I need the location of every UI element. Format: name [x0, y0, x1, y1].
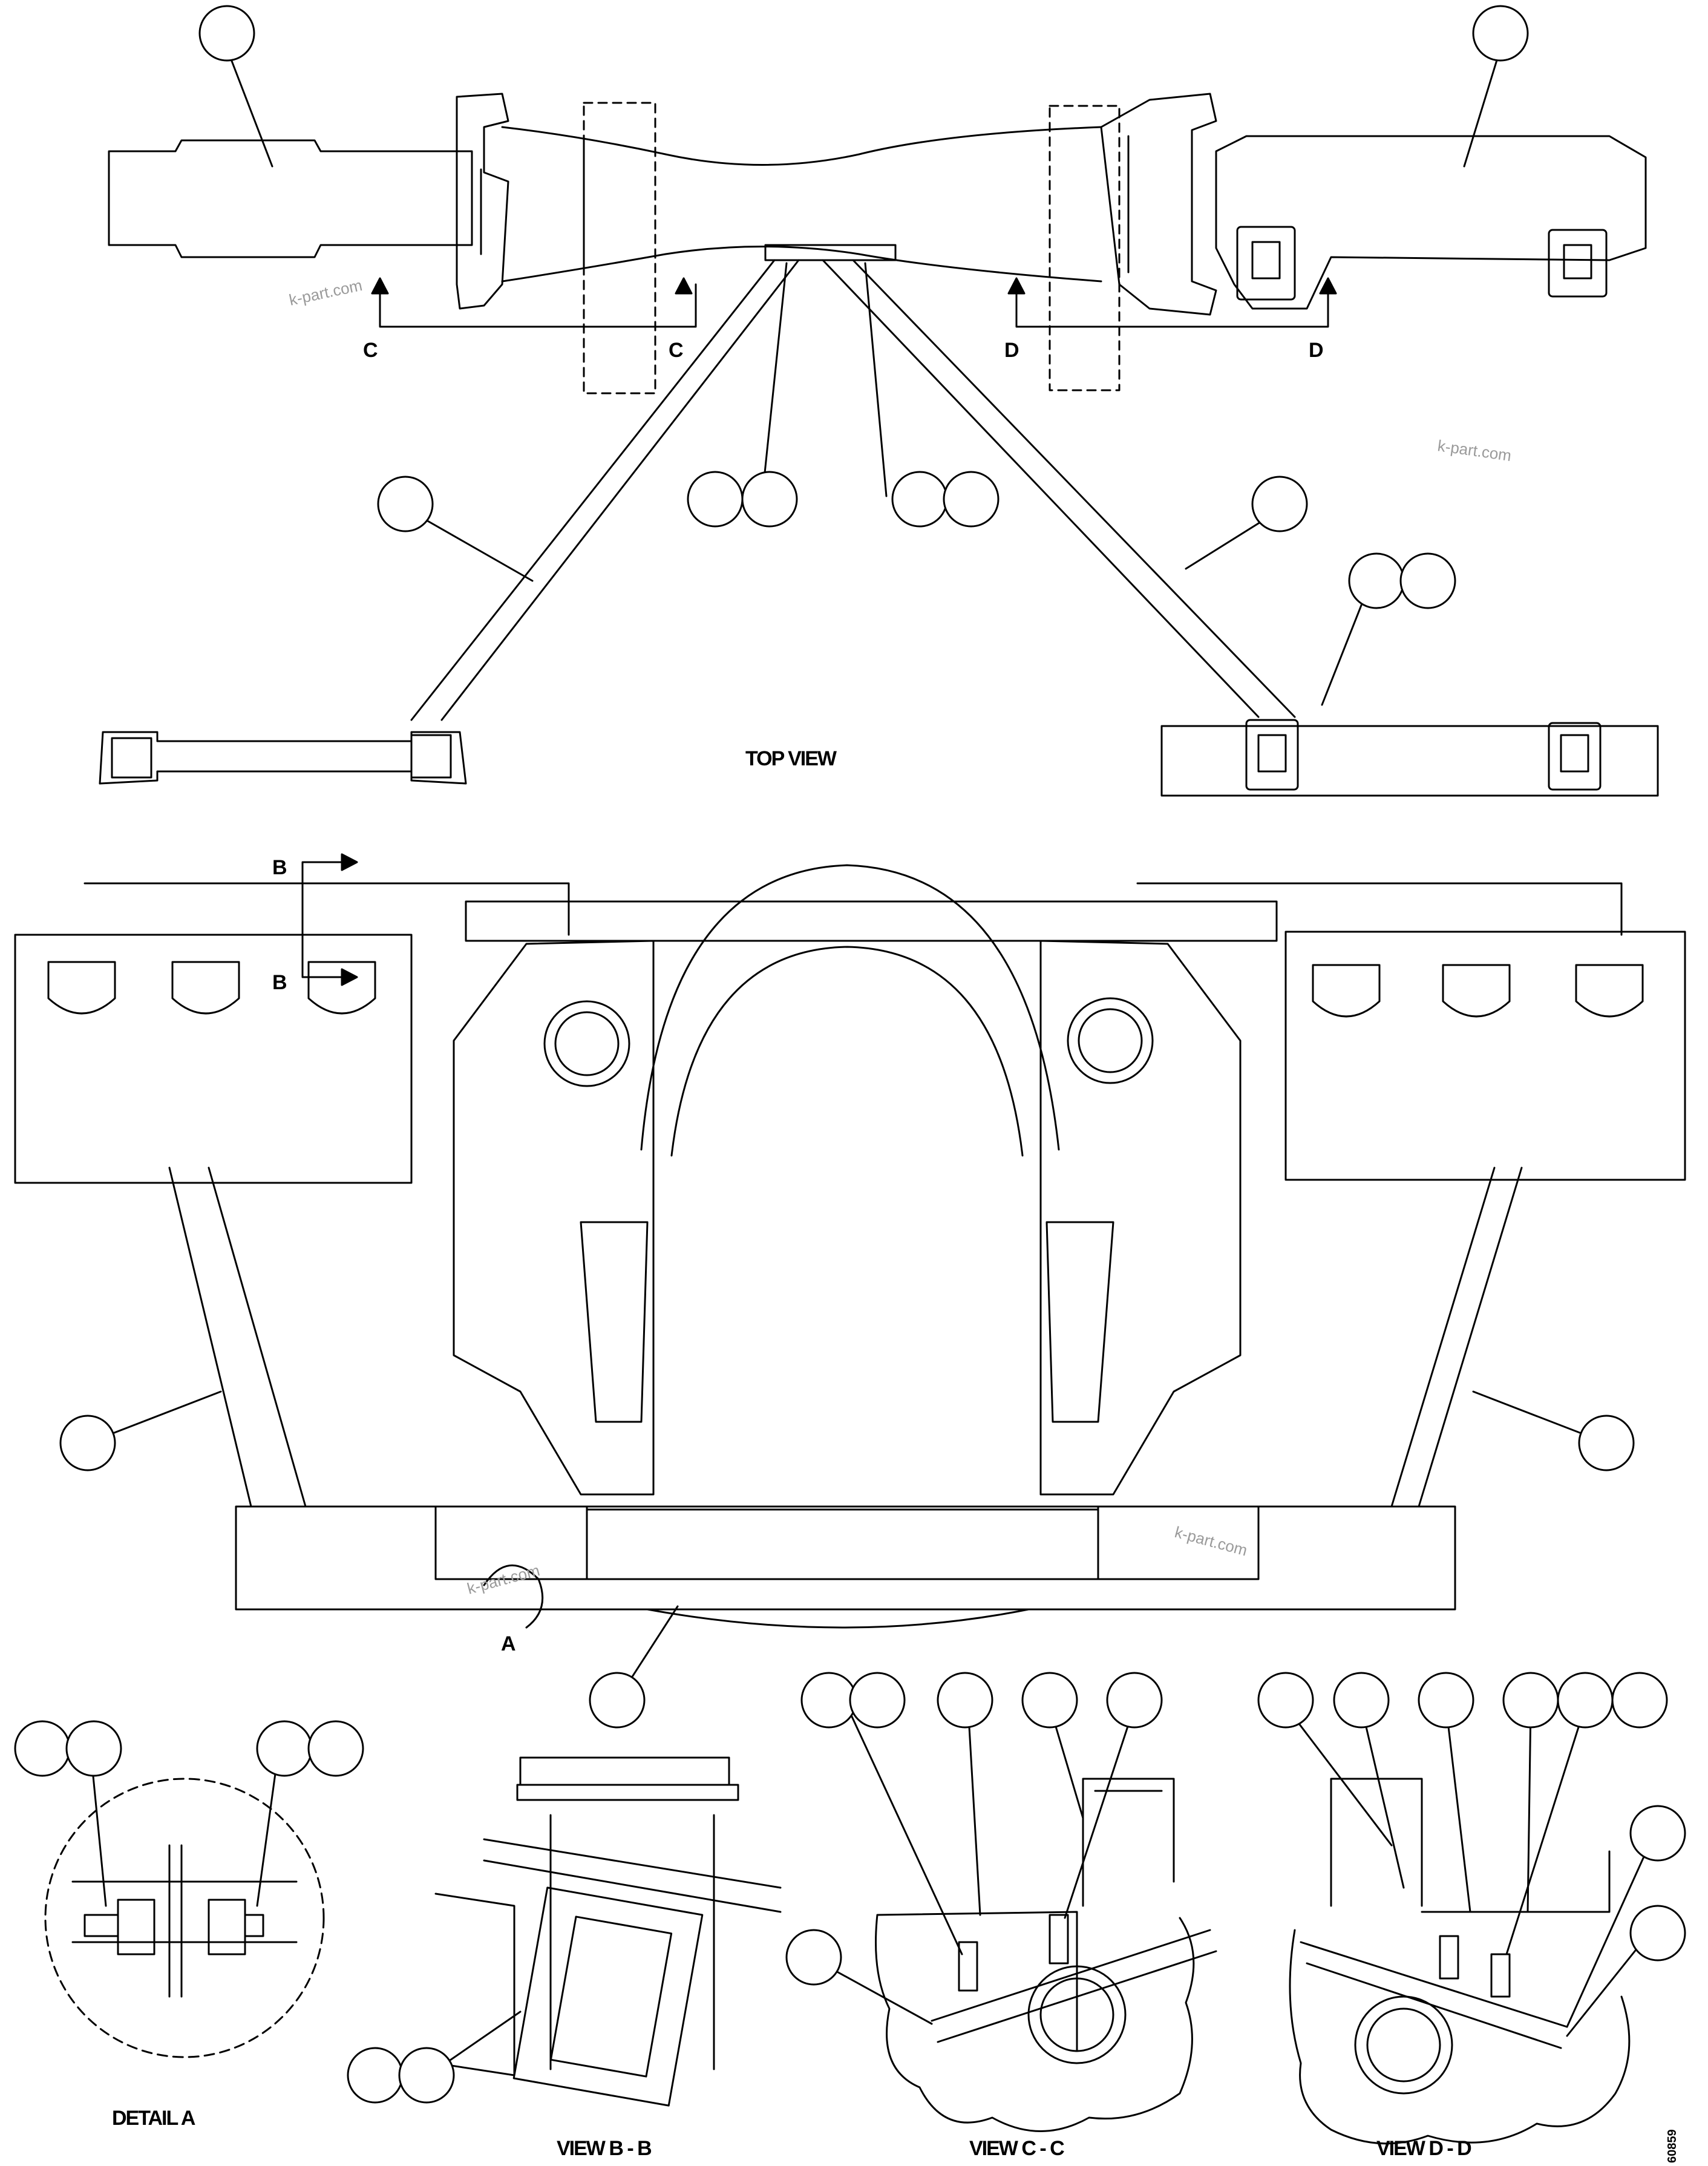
rear-bottom-bar: [235, 1505, 1456, 1611]
rear-left-frame: [453, 940, 655, 1496]
top-right-pad-1: [1236, 226, 1296, 301]
section-d-line: [1015, 283, 1329, 328]
callout-bubble: [14, 1720, 71, 1777]
callout-bubble: [198, 5, 255, 62]
callout-bubble: [687, 471, 744, 528]
watermark: k-part.com: [287, 276, 364, 309]
section-c-line: [379, 283, 697, 328]
callout-bubble: [1578, 1415, 1635, 1471]
callout-bubble: [849, 1672, 906, 1729]
callout-bubble: [347, 2047, 404, 2104]
callout-bubble: [1251, 476, 1308, 532]
section-label-c-left: C: [363, 339, 378, 362]
top-view-title: TOP VIEW: [745, 747, 837, 770]
callout-bubble: [398, 2047, 455, 2104]
callout-bubble: [1472, 5, 1529, 62]
rear-left-leg: [168, 1166, 307, 1508]
callout-bubble: [741, 471, 798, 528]
detail-a-circle: [44, 1778, 325, 2058]
top-dashed-window-left: [583, 102, 656, 394]
top-strut-left: [410, 259, 800, 721]
callout-bubble: [1611, 1672, 1668, 1729]
callout-bubble: [256, 1720, 313, 1777]
top-right-arm: [1215, 135, 1647, 310]
callout-bubble: [1629, 1805, 1686, 1862]
top-right-hub: [1100, 93, 1217, 316]
rear-left-plate: [14, 934, 413, 1184]
view-bb: [434, 1756, 782, 2107]
callout-bubble: [1348, 552, 1405, 609]
detail-a: [44, 1778, 325, 2058]
section-label-b-bottom: B: [272, 971, 287, 994]
drawing-number: 60859: [1666, 2129, 1679, 2163]
rear-right-plate: [1284, 931, 1686, 1181]
view-bb-title: VIEW B - B: [557, 2137, 652, 2160]
top-center-tube-lower: [501, 246, 1102, 283]
callouts: [14, 5, 1686, 2104]
top-lower-left-bar: [99, 731, 467, 785]
rear-top-beam: [83, 882, 1623, 936]
section-label-d-right: D: [1309, 339, 1324, 362]
rear-right-frame: [1039, 940, 1242, 1496]
detail-a-title: DETAIL A: [112, 2107, 195, 2130]
top-center-mount: [764, 244, 897, 261]
view-cc: [875, 1778, 1217, 2132]
rear-arch-inner: [670, 946, 1024, 1157]
callout-bubble: [1629, 1905, 1686, 1962]
watermark: k-part.com: [1173, 1523, 1249, 1560]
callout-bubble: [1399, 552, 1456, 609]
detail-a-marker: [483, 1564, 544, 1629]
view-dd-title: VIEW D - D: [1376, 2137, 1471, 2160]
callout-bubble: [891, 471, 948, 528]
callout-bubble: [59, 1415, 116, 1471]
section-label-c-right: C: [669, 339, 684, 362]
rear-right-cylinder: [1045, 1221, 1114, 1423]
top-strut-right: [822, 259, 1296, 718]
callout-bubble: [1418, 1672, 1474, 1729]
callout-bubble: [65, 1720, 122, 1777]
callout-bubble: [1502, 1672, 1559, 1729]
section-label-d-left: D: [1004, 339, 1019, 362]
view-dd: [1289, 1778, 1631, 2145]
callout-bubble: [1106, 1672, 1163, 1729]
rear-left-boss: [543, 1000, 630, 1087]
callout-bubble: [1257, 1672, 1314, 1729]
section-b-arrows: [301, 861, 352, 978]
callout-bubble: [943, 471, 1000, 528]
callout-bubble: [1333, 1672, 1390, 1729]
top-left-arm: [108, 139, 473, 258]
view-cc-title: VIEW C - C: [969, 2137, 1064, 2160]
callout-bubble: [1557, 1672, 1614, 1729]
section-label-a: A: [501, 1632, 516, 1655]
section-label-b-top: B: [272, 856, 287, 879]
callout-bubble: [800, 1672, 857, 1729]
callout-bubble: [307, 1720, 364, 1777]
rear-right-boss: [1067, 997, 1154, 1084]
callout-bubble: [785, 1929, 842, 1986]
watermark: k-part.com: [1436, 436, 1513, 465]
top-left-hub: [456, 93, 509, 310]
rear-left-cylinder: [580, 1221, 649, 1423]
top-center-tube: [501, 126, 1102, 166]
callout-bubble: [1021, 1672, 1078, 1729]
top-view: [99, 93, 1659, 797]
callout-bubble: [377, 476, 434, 532]
rear-view: [14, 853, 1686, 1629]
top-lower-right-bar: [1160, 725, 1659, 797]
top-right-pad-2: [1548, 229, 1608, 298]
callout-bubble: [589, 1672, 646, 1729]
callout-bubble: [937, 1672, 993, 1729]
rear-arch-outer: [640, 864, 1060, 1151]
rear-right-leg: [1390, 1166, 1523, 1508]
top-dashed-window-right: [1049, 105, 1121, 391]
